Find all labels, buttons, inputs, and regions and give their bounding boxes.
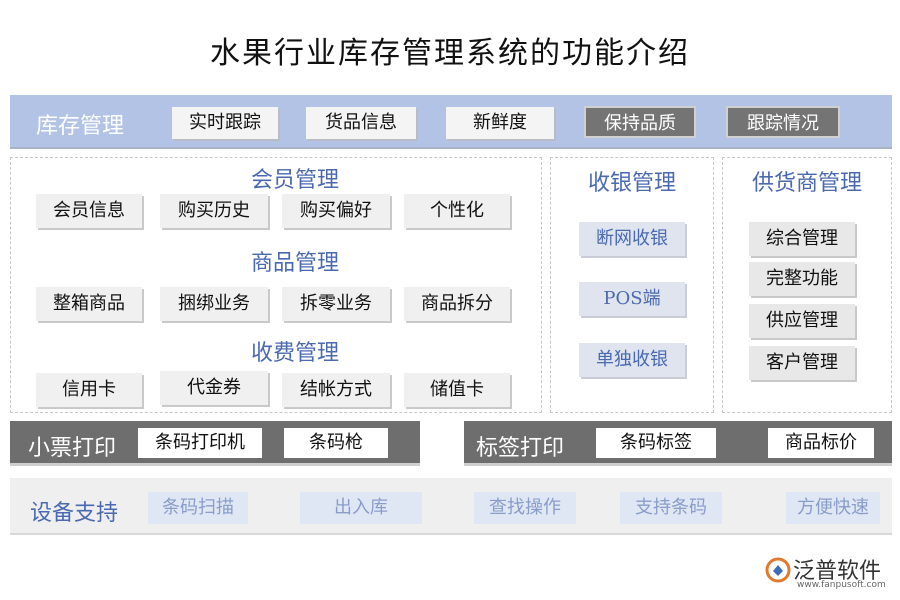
goods-item-unbundle: 拆零业务 [282,287,390,321]
member-section-title: 会员管理 [250,168,339,193]
member-item-history: 购买历史 [160,194,268,228]
inventory-item-freshness: 新鲜度 [446,107,554,139]
label-print-label: 标签打印 [476,436,565,461]
inventory-item-keep-quality: 保持品质 [584,106,696,138]
supplier-item-complete: 完整功能 [749,262,855,296]
cashier-item-pos: POS端 [579,282,685,316]
equipment-item-barcode-scan: 条码扫描 [148,492,248,524]
member-item-info: 会员信息 [36,194,142,228]
fees-item-voucher: 代金券 [160,371,268,405]
label-item-barcode-label: 条码标签 [596,428,716,458]
cashier-item-standalone: 单独收银 [579,343,685,377]
fees-item-credit-card: 信用卡 [36,373,142,407]
equipment-item-fast: 方便快速 [786,492,880,524]
goods-section-title: 商品管理 [250,251,339,276]
receipt-item-barcode-printer: 条码打印机 [138,428,262,458]
fees-item-stored-value-card: 储值卡 [404,373,510,407]
brand-logo-icon [765,557,791,583]
equipment-item-in-out: 出入库 [300,492,422,524]
equipment-label: 设备支持 [30,501,119,526]
equipment-item-search: 查找操作 [474,492,576,524]
supplier-item-integrated: 综合管理 [749,222,855,256]
cashier-item-offline: 断网收银 [579,222,685,256]
supplier-section-title: 供货商管理 [751,171,862,196]
goods-item-split: 商品拆分 [404,287,510,321]
goods-item-bundle: 捆绑业务 [160,287,268,321]
supplier-item-customer: 客户管理 [749,346,855,380]
brand-name: 泛普软件 [793,559,882,584]
member-item-preference: 购买偏好 [282,194,390,228]
label-item-price-tag: 商品标价 [768,428,874,458]
receipt-item-barcode-gun: 条码枪 [284,428,388,458]
cashier-section-title: 收银管理 [587,171,676,196]
receipt-print-label: 小票打印 [28,436,117,461]
inventory-item-track-status: 跟踪情况 [726,106,840,138]
brand-logo: 泛普软件 www.fanpusoft.com [763,553,888,593]
fees-item-checkout-method: 结帐方式 [282,373,390,407]
member-item-personalization: 个性化 [404,194,510,228]
brand-url: www.fanpusoft.com [797,580,886,590]
fees-section-title: 收费管理 [250,341,339,366]
supplier-item-supply: 供应管理 [749,304,855,338]
inventory-label: 库存管理 [36,114,125,139]
equipment-item-barcode-support: 支持条码 [620,492,722,524]
equipment-band: 设备支持 [10,478,892,535]
goods-item-whole-box: 整箱商品 [36,287,142,321]
page-title: 水果行业库存管理系统的功能介绍 [210,36,690,71]
inventory-item-goods-info: 货品信息 [306,107,416,139]
inventory-item-realtime-tracking: 实时跟踪 [172,107,278,139]
